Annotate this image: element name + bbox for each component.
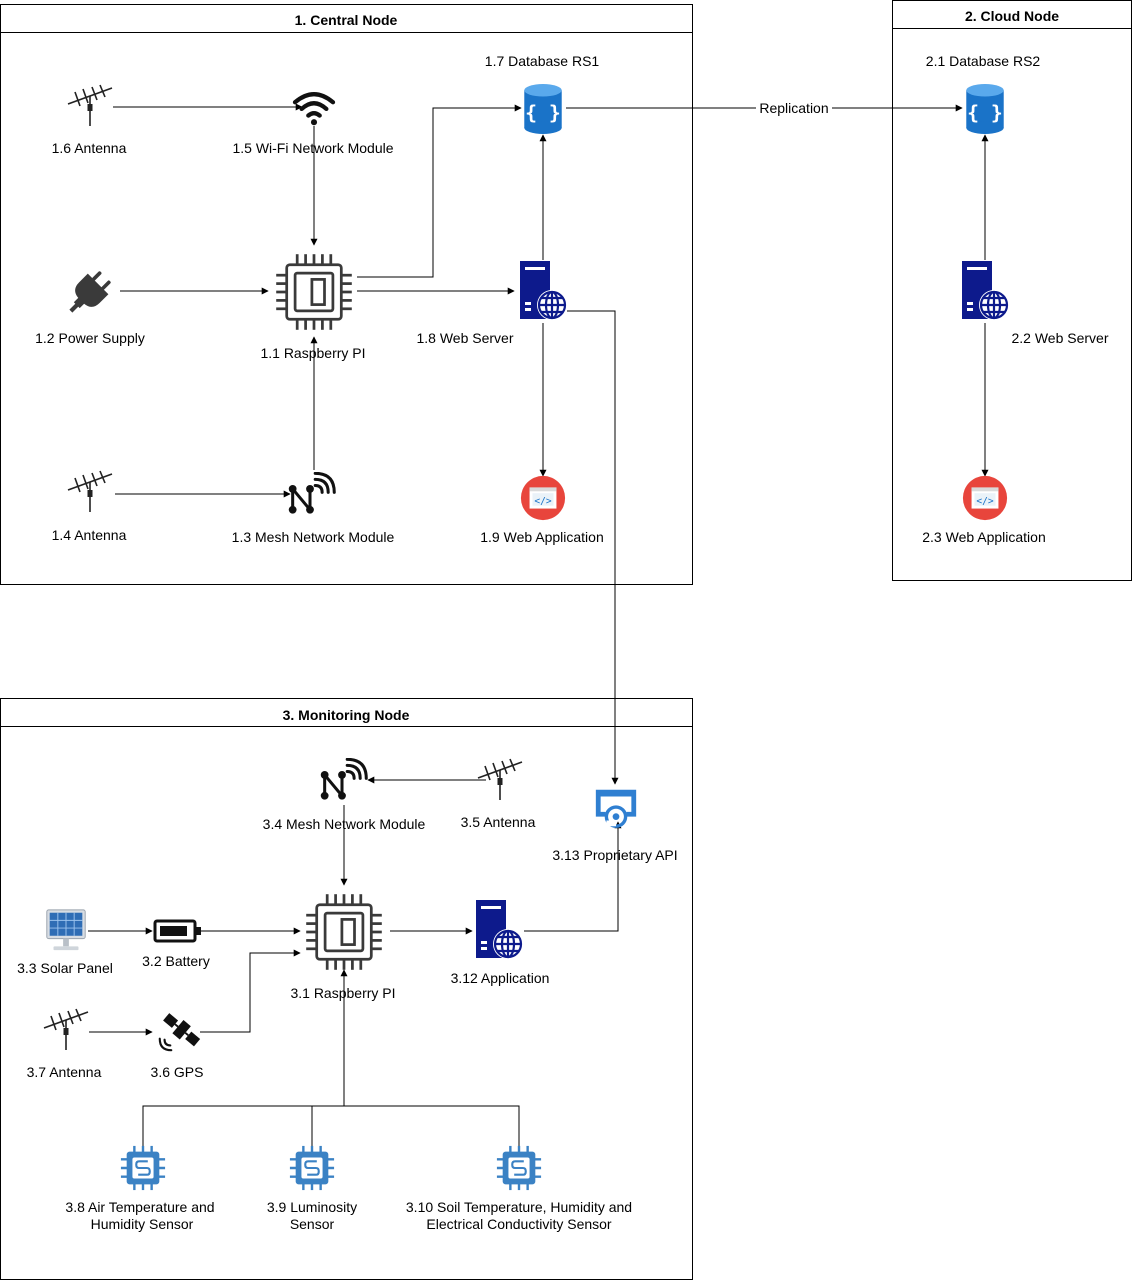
label-3-2-battery: 3.2 Battery [142, 953, 210, 969]
label-3-1-raspberry-pi: 3.1 Raspberry PI [290, 985, 395, 1001]
replication-label-bg [756, 100, 832, 116]
container-title-central: 1. Central Node [295, 12, 398, 28]
sensor-icon [119, 1144, 167, 1192]
label-1-2-power-supply: 1.2 Power Supply [35, 330, 145, 346]
edge-web-server-1-8-to-proprietary-api [567, 310, 619, 785]
label-2-3-web-application: 2.3 Web Application [922, 529, 1046, 545]
container-title-monitoring: 3. Monitoring Node [283, 707, 410, 723]
label-3-4-mesh-module: 3.4 Mesh Network Module [263, 816, 426, 832]
database-icon [966, 84, 1004, 134]
label-1-6-antenna: 1.6 Antenna [52, 140, 127, 156]
sensor-icon [288, 1144, 336, 1192]
label-3-10-line-1: 3.10 Soil Temperature, Humidity and [406, 1199, 632, 1215]
label-3-6-gps: 3.6 GPS [151, 1064, 204, 1080]
label-3-7-antenna: 3.7 Antenna [27, 1064, 102, 1080]
container-title-cloud: 2. Cloud Node [965, 8, 1059, 24]
label-3-3-solar-panel: 3.3 Solar Panel [17, 960, 113, 976]
edge-raspberry-1-1-to-database-rs1 [357, 104, 522, 278]
label-1-7-database-rs1: 1.7 Database RS1 [485, 53, 600, 69]
label-1-1-raspberry-pi: 1.1 Raspberry PI [260, 345, 365, 361]
web-application-icon [962, 475, 1008, 521]
label-3-10-line-2: Electrical Conductivity Sensor [426, 1216, 612, 1232]
web-application-icon [520, 475, 566, 521]
edges [88, 103, 989, 1148]
container-monitoring-node: 3. Monitoring Node [0, 698, 693, 1280]
edge-gps-to-raspberry-3-1 [200, 949, 301, 1033]
sensor-icon [495, 1144, 543, 1192]
replication-label: Replication [759, 100, 828, 116]
edge-sensors-to-raspberry-3-1 [142, 1105, 520, 1148]
container-central-node: 1. Central Node [0, 4, 693, 585]
database-icon [524, 84, 562, 134]
label-1-3-mesh-module: 1.3 Mesh Network Module [232, 529, 395, 545]
label-2-1-database-rs2: 2.1 Database RS2 [926, 53, 1041, 69]
label-3-5-antenna: 3.5 Antenna [461, 814, 536, 830]
label-2-2-web-server: 2.2 Web Server [1011, 330, 1108, 346]
container-cloud-node: 2. Cloud Node [892, 0, 1132, 581]
label-3-12-application: 3.12 Application [451, 970, 550, 986]
label-1-4-antenna: 1.4 Antenna [52, 527, 127, 543]
label-1-8-web-server: 1.8 Web Server [416, 330, 513, 346]
edge-application-3-12-to-proprietary-api [524, 821, 622, 932]
label-1-9-web-application: 1.9 Web Application [480, 529, 604, 545]
label-3-9-line-2: Sensor [290, 1216, 335, 1232]
label-3-8-line-1: 3.8 Air Temperature and [65, 1199, 214, 1215]
label-3-8-line-2: Humidity Sensor [91, 1216, 194, 1232]
label-1-5-wifi-module: 1.5 Wi-Fi Network Module [232, 140, 393, 156]
label-3-9-line-1: 3.9 Luminosity [267, 1199, 357, 1215]
label-3-13-proprietary-api: 3.13 Proprietary API [552, 847, 677, 863]
